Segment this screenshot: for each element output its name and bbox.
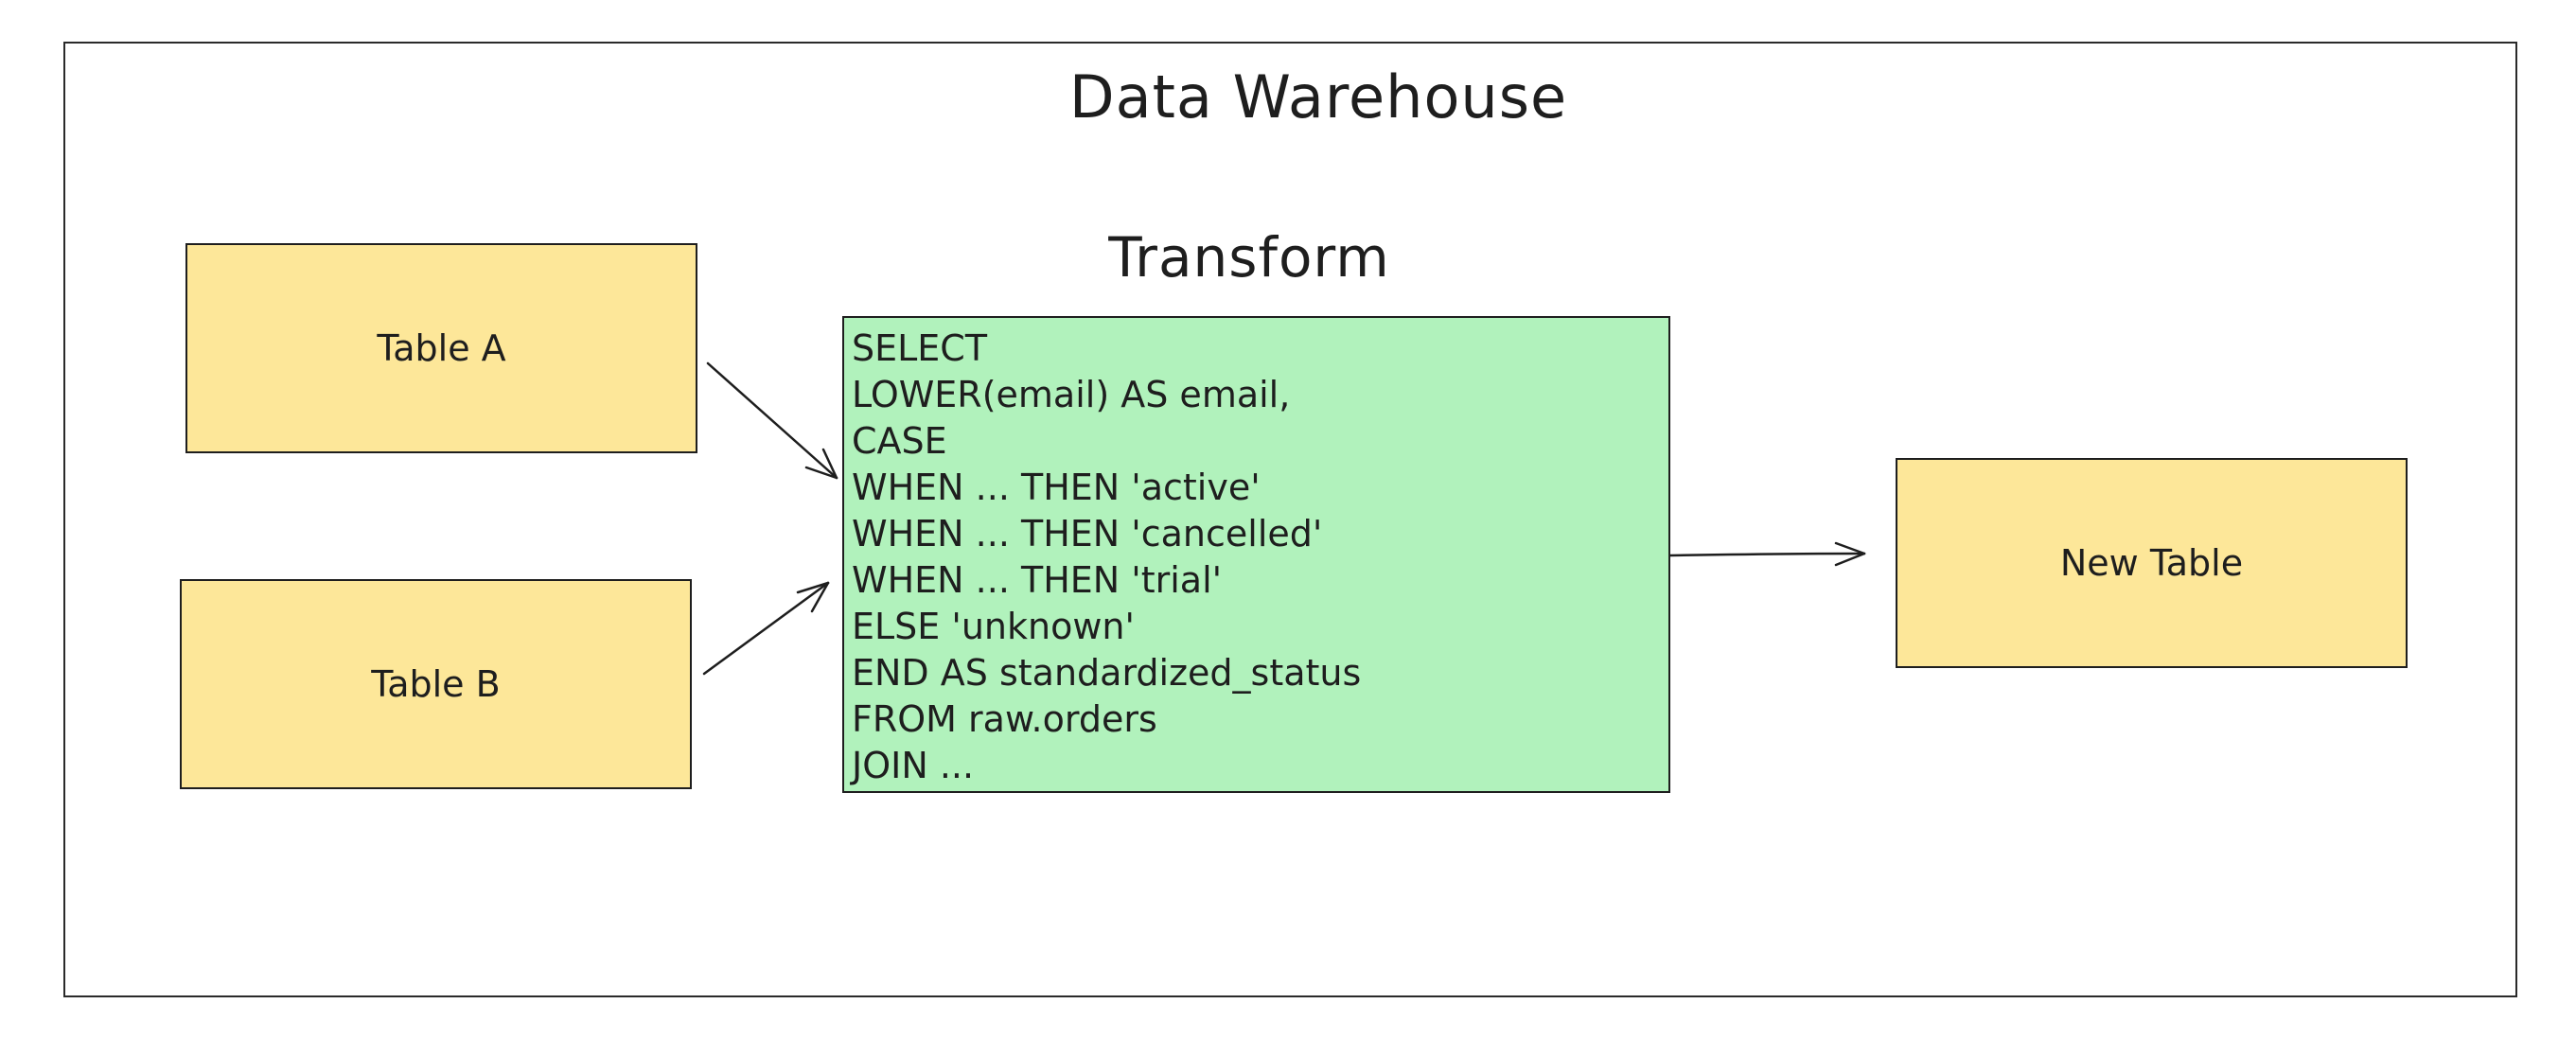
data-warehouse-frame [63, 42, 2517, 997]
sql-line: CASE [852, 420, 947, 462]
arrow-table-a-to-transform [706, 361, 838, 480]
sql-line: JOIN ... [852, 745, 975, 786]
sql-line: FROM raw.orders [852, 698, 1157, 740]
sql-line: SELECT [852, 327, 988, 369]
arrow-table-b-to-transform [702, 581, 830, 676]
transform-sql-node[interactable]: SELECT LOWER(email) AS email, CASE WHEN … [842, 316, 1670, 793]
table-b-node[interactable]: Table B [180, 579, 692, 789]
new-table-label: New Table [2059, 542, 2244, 584]
arrow-transform-to-new-table [1668, 541, 1866, 567]
sql-line: WHEN ... THEN 'active' [852, 467, 1261, 508]
sql-line: WHEN ... THEN 'cancelled' [852, 513, 1323, 555]
table-a-node[interactable]: Table A [185, 243, 697, 453]
sql-line: WHEN ... THEN 'trial' [852, 559, 1223, 601]
transform-label: Transform [1108, 225, 1390, 290]
sql-line: ELSE 'unknown' [852, 606, 1135, 647]
new-table-node[interactable]: New Table [1896, 458, 2408, 668]
table-a-label: Table A [377, 327, 506, 369]
diagram-title: Data Warehouse [1068, 62, 1568, 132]
sql-line: END AS standardized_status [852, 652, 1362, 694]
sql-line: LOWER(email) AS email, [852, 374, 1291, 415]
table-b-label: Table B [371, 663, 501, 705]
